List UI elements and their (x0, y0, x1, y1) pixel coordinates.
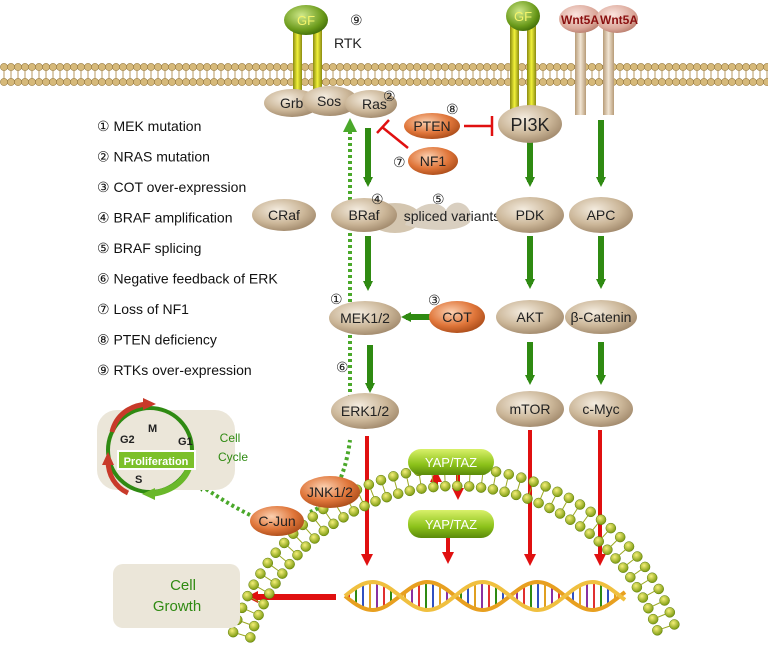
mechanism-text: Negative feedback of ERK (113, 271, 278, 287)
sos-label: Sos (317, 93, 341, 109)
phase-g1: G1 (178, 436, 193, 448)
mechanism-item: ④ BRAF amplification (97, 210, 233, 226)
wnt5a-label-2: Wnt5A (600, 13, 638, 27)
marker-1: ① (330, 291, 343, 307)
marker-9: ⑨ (350, 12, 363, 28)
mechanism-text: BRAF amplification (113, 210, 232, 226)
proliferation-label: Proliferation (124, 456, 189, 468)
mechanism-item: ⑧ PTEN deficiency (97, 332, 217, 348)
phase-s: S (135, 474, 142, 486)
mechanism-text: RTKs over-expression (113, 362, 251, 378)
yap-taz-bottom-label: YAP/TAZ (425, 517, 477, 532)
wnt-receptor (575, 25, 614, 115)
cell-cycle-label-1: Cell (220, 431, 241, 445)
gf-label-rtk: GF (297, 13, 315, 28)
marker-2: ② (383, 88, 396, 104)
mek-label: MEK1/2 (340, 310, 390, 326)
cell-membrane (0, 63, 768, 85)
mechanism-number: ① (97, 118, 113, 134)
mechanism-text: NRAS mutation (113, 149, 209, 165)
catenin-label: β-Catenin (571, 309, 632, 325)
marker-6: ⑥ (336, 359, 349, 375)
mechanism-item: ⑨ RTKs over-expression (97, 362, 252, 378)
pdk-label: PDK (516, 207, 545, 223)
mechanism-number: ④ (97, 210, 113, 226)
apc-label: APC (587, 207, 616, 223)
mechanism-text: Loss of NF1 (113, 301, 189, 317)
mechanism-item: ⑤ BRAF splicing (97, 240, 201, 256)
growth-label-1: Cell (170, 577, 196, 594)
cell-growth-panel: Cell Growth (113, 564, 240, 628)
mechanism-number: ⑦ (97, 301, 113, 317)
cmyc-label: c-Myc (582, 401, 619, 417)
marker-5: ⑤ (432, 191, 445, 207)
mechanism-text: BRAF splicing (113, 240, 201, 256)
mechanism-text: PTEN deficiency (113, 332, 216, 348)
mechanism-item: ⑥ Negative feedback of ERK (97, 271, 278, 287)
dna-helix (345, 582, 625, 610)
mechanism-number: ② (97, 149, 113, 165)
cell-cycle-panel: Proliferation M G1 G2 S Cell Cycle (97, 398, 248, 500)
marker-3: ③ (428, 292, 441, 308)
mechanism-item: ① MEK mutation (97, 118, 201, 134)
pten-label: PTEN (413, 118, 450, 134)
cjun-label: C-Jun (258, 513, 295, 529)
rtk-label: RTK (334, 35, 362, 51)
grb-label: Grb (280, 95, 304, 111)
mechanism-item: ② NRAS mutation (97, 149, 210, 165)
mechanism-text: MEK mutation (113, 118, 201, 134)
akt-label: AKT (516, 309, 544, 325)
mechanism-item: ⑦ Loss of NF1 (97, 301, 189, 317)
wnt5a-label-1: Wnt5A (561, 13, 599, 27)
cell-cycle-label-2: Cycle (218, 450, 248, 464)
growth-label-2: Growth (153, 598, 201, 615)
mechanism-item: ③ COT over-expression (97, 179, 246, 195)
nuclear-membrane (228, 463, 679, 642)
mechanism-number: ⑧ (97, 332, 113, 348)
erk-label: ERK1/2 (341, 403, 389, 419)
mechanism-number: ⑨ (97, 362, 113, 378)
craf-label: CRaf (268, 207, 300, 223)
phase-m: M (148, 423, 157, 435)
mechanism-number: ⑥ (97, 271, 113, 287)
mechanism-text: COT over-expression (113, 179, 246, 195)
yap-taz-top-label: YAP/TAZ (425, 455, 477, 470)
braf-label: BRaf (348, 207, 379, 223)
jnk-label: JNK1/2 (307, 484, 353, 500)
mechanism-number: ③ (97, 179, 113, 195)
mtor-label: mTOR (510, 401, 551, 417)
pi3k-label: PI3K (510, 115, 549, 135)
marker-7: ⑦ (393, 154, 406, 170)
nf1-label: NF1 (420, 153, 447, 169)
gf-label-pi3k: GF (514, 9, 532, 24)
cot-label: COT (442, 309, 472, 325)
phase-g2: G2 (120, 434, 135, 446)
marker-4: ④ (371, 191, 384, 207)
mechanism-number: ⑤ (97, 240, 113, 256)
pathway-nodes: Grb Sos Ras ② PTEN ⑧ NF1 ⑦ PI3K CRaf BRa… (250, 86, 637, 538)
marker-8: ⑧ (446, 101, 459, 117)
spliced-variants-label: spliced variants (404, 208, 501, 224)
